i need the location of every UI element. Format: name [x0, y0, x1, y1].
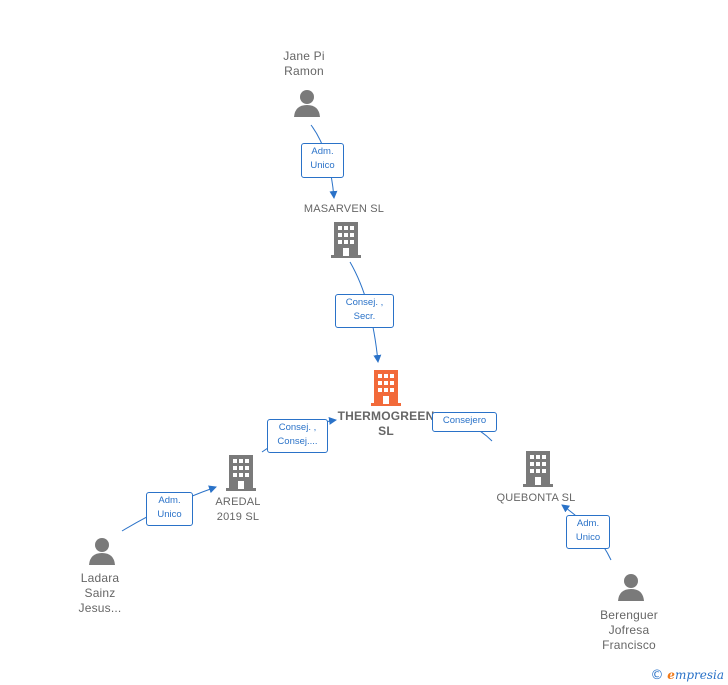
- company-masarven-label[interactable]: MASARVEN SL: [303, 203, 385, 215]
- person-name-line: Ramon: [284, 64, 324, 78]
- person-ladara-label[interactable]: Ladara Sainz Jesus...: [60, 571, 140, 616]
- person-icon[interactable]: [293, 88, 321, 118]
- person-berenguer-label[interactable]: Berenguer Jofresa Francisco: [589, 608, 669, 653]
- edge-label-line: Unico: [157, 509, 182, 520]
- brand-initial: e: [667, 668, 675, 682]
- edge-label-line: Secr.: [353, 311, 376, 322]
- person-icon[interactable]: [617, 572, 645, 602]
- edge-label-line: Unico: [310, 160, 335, 171]
- company-quebonta-label[interactable]: QUEBONTA SL: [496, 492, 576, 504]
- edge-label-consej-secr[interactable]: Consej. , Secr.: [335, 294, 394, 328]
- person-name-line: Jane Pi: [283, 49, 325, 63]
- company-name-line: SL: [378, 424, 394, 438]
- copyright-icon: ©: [650, 668, 664, 683]
- person-name-line: Sainz: [84, 586, 116, 600]
- company-thermogreen-label[interactable]: THERMOGREEN SL: [326, 409, 446, 439]
- edge-label-line: Adm.: [158, 495, 181, 506]
- brand-name: mpresia: [674, 668, 724, 682]
- main-building-icon[interactable]: [371, 370, 401, 406]
- building-icon[interactable]: [523, 451, 553, 487]
- edge-label-line: Consejero: [442, 415, 487, 426]
- edge-label-adm-unico[interactable]: Adm. Unico: [146, 492, 193, 526]
- person-icon[interactable]: [88, 536, 116, 566]
- edge-label-line: Unico: [575, 532, 601, 543]
- company-name-line: THERMOGREEN: [337, 409, 435, 423]
- person-name-line: Berenguer: [600, 608, 658, 622]
- person-name-line: Jofresa: [608, 623, 650, 637]
- edge-label-line: Adm.: [576, 518, 600, 529]
- edge-label-adm-unico[interactable]: Adm. Unico: [566, 515, 610, 549]
- person-name-line: Jesus...: [78, 601, 122, 615]
- building-icon[interactable]: [331, 222, 361, 258]
- company-name-line: AREDAL: [215, 496, 261, 508]
- person-jane-pi-ramon-label[interactable]: Jane Pi Ramon: [264, 49, 344, 79]
- edge-label-line: Consej....: [277, 436, 318, 447]
- edge-label-consej-consej[interactable]: Consej. , Consej....: [267, 419, 328, 453]
- empresia-brand: © empresia: [650, 668, 724, 683]
- edge-label-adm-unico[interactable]: Adm. Unico: [301, 143, 344, 178]
- person-name-line: Francisco: [602, 638, 656, 652]
- edge-label-line: Consej. ,: [278, 422, 317, 433]
- company-name-line: 2019 SL: [216, 511, 260, 523]
- person-name-line: Ladara: [80, 571, 120, 585]
- edge-label-line: Consej. ,: [345, 297, 384, 308]
- edge-label-line: Adm.: [311, 146, 334, 157]
- building-icon[interactable]: [226, 455, 256, 491]
- edge-label-consejero[interactable]: Consejero: [432, 412, 497, 432]
- company-aredal-label[interactable]: AREDAL 2019 SL: [198, 495, 278, 525]
